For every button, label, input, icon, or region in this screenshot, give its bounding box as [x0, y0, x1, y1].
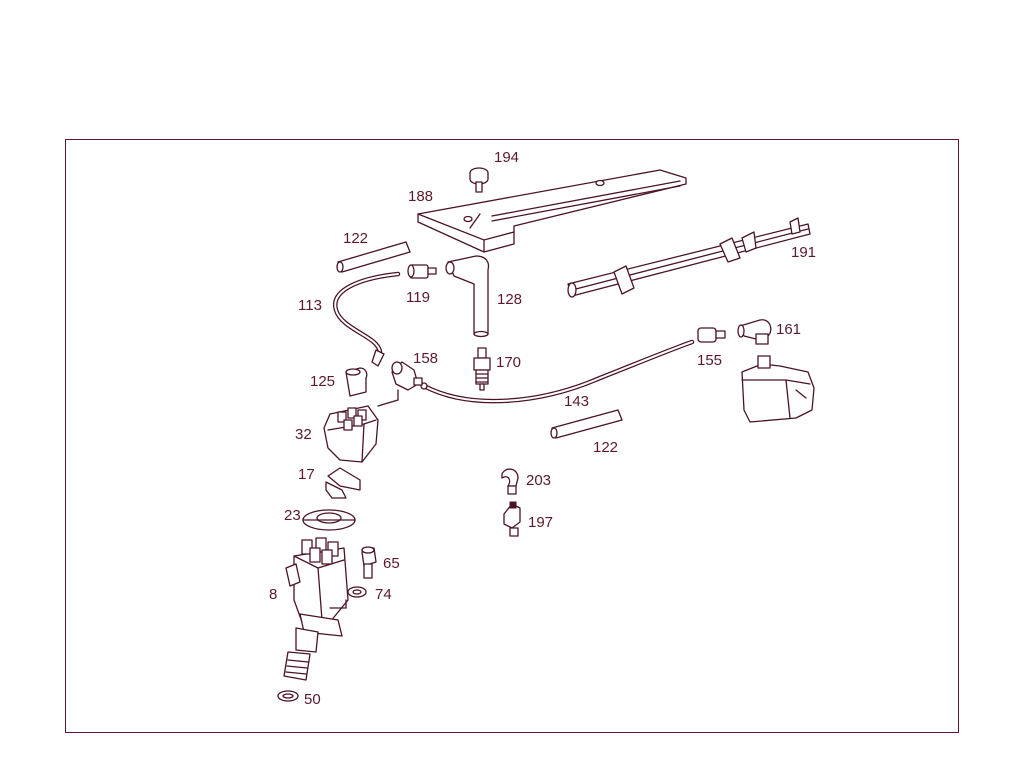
callout-113: 113 [298, 297, 322, 314]
part-194-screw[interactable] [469, 167, 489, 193]
part-197-clip[interactable] [503, 501, 521, 537]
callout-17: 17 [298, 466, 315, 483]
part-65-bolt[interactable] [361, 546, 377, 579]
callout-188: 188 [408, 188, 433, 205]
part-155-connector[interactable] [697, 327, 726, 343]
leader-lines [469, 213, 481, 229]
part-23-seal[interactable] [302, 509, 356, 531]
part-113-ignition-cable[interactable] [333, 271, 401, 367]
callout-122: 122 [343, 230, 368, 247]
callout-65: 65 [383, 555, 400, 572]
part-188-cover[interactable] [417, 169, 687, 253]
part-191-cable-rail[interactable] [567, 217, 811, 298]
part-122-hose-top[interactable] [336, 241, 411, 273]
callout-161: 161 [776, 321, 801, 338]
callout-74: 74 [375, 586, 392, 603]
part-161-plug-cap[interactable] [737, 319, 772, 345]
diagram-frame [65, 139, 959, 733]
callout-8: 8 [269, 586, 277, 603]
callout-191: 191 [791, 244, 816, 261]
callout-197: 197 [528, 514, 553, 531]
callout-143: 143 [564, 393, 589, 410]
callout-203: 203 [526, 472, 551, 489]
callout-155: 155 [697, 352, 722, 369]
part-50-o-ring[interactable] [277, 690, 299, 702]
part-74-washer[interactable] [347, 586, 367, 598]
part-122-hose-lower[interactable] [550, 409, 623, 439]
callout-194: 194 [494, 149, 519, 166]
part-17-rotor[interactable] [325, 467, 361, 499]
part-170-spark-plug[interactable] [473, 347, 491, 391]
part-ignition-module[interactable] [741, 355, 815, 423]
callout-125: 125 [310, 373, 335, 390]
callout-128: 128 [497, 291, 522, 308]
callout-170: 170 [496, 354, 521, 371]
part-119-connector[interactable] [407, 264, 437, 279]
callout-119: 119 [406, 289, 430, 306]
callout-50: 50 [304, 691, 321, 708]
callout-23: 23 [284, 507, 301, 524]
part-203-clip[interactable] [501, 468, 519, 495]
part-128-plug-connector[interactable] [445, 255, 490, 338]
callout-122: 122 [593, 439, 618, 456]
part-143-ignition-cable[interactable] [420, 339, 695, 404]
part-32-distributor-cap[interactable] [323, 405, 379, 463]
part-158-angled-connector[interactable] [377, 361, 423, 407]
part-8-distributor[interactable] [283, 537, 349, 681]
callout-32: 32 [295, 426, 312, 443]
part-125-cap[interactable] [345, 367, 368, 397]
callout-158: 158 [413, 350, 438, 367]
